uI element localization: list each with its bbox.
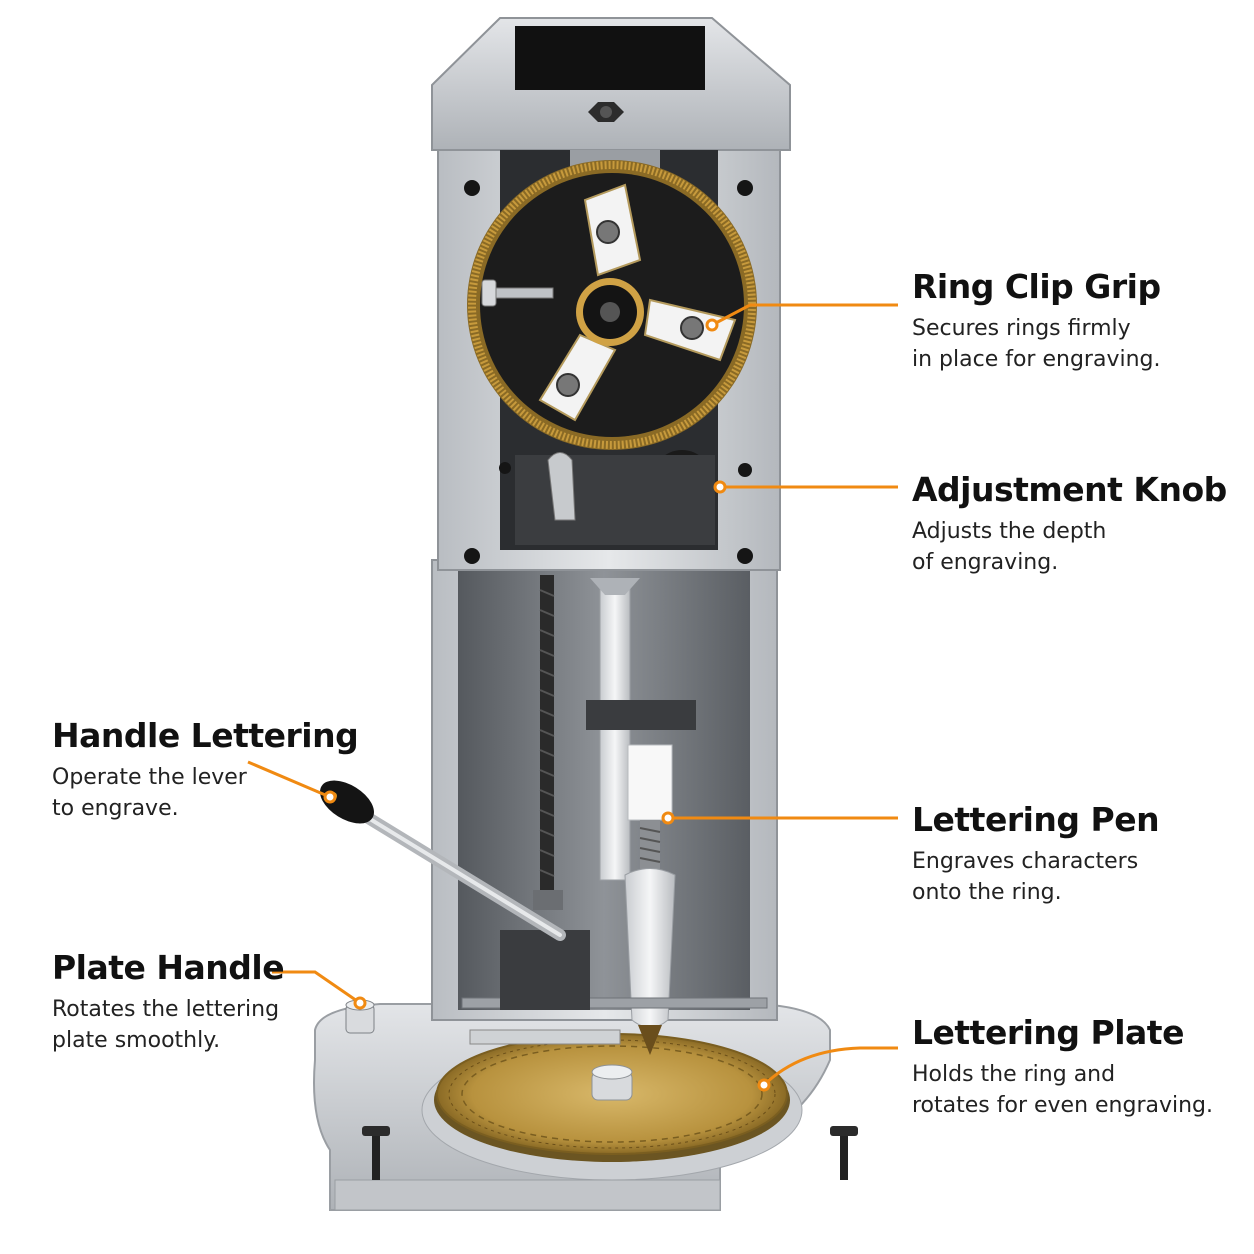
handle-lettering-leader [247, 760, 331, 799]
lettering-plate [434, 1033, 790, 1162]
callout-title: Plate Handle [52, 948, 285, 987]
callout-title: Lettering Plate [912, 1013, 1184, 1052]
lettering-plate-leader [762, 1046, 898, 1087]
callout-description: Engraves characters onto the ring. [912, 849, 1139, 905]
leader-lines [247, 303, 898, 1092]
adjustment-knob-dot [713, 480, 727, 494]
callout-handle-lettering: Handle Lettering Operate the lever to en… [52, 716, 359, 824]
ring-clip-grip [467, 160, 757, 450]
callout-description: Operate the lever to engrave. [52, 765, 247, 821]
handle-lever [320, 780, 566, 941]
callout-lettering-pen: Lettering Pen Engraves characters onto t… [912, 800, 1160, 908]
callout-description: Adjusts the depth of engraving. [912, 519, 1107, 575]
plate-handle-dot [353, 996, 367, 1010]
callout-title: Adjustment Knob [912, 470, 1227, 509]
lettering-plate-dot [757, 1078, 771, 1092]
handle-lettering-dot [323, 790, 337, 804]
lettering-pen-dot [661, 811, 675, 825]
callout-title: Ring Clip Grip [912, 267, 1161, 306]
callout-description: Rotates the lettering plate smoothly. [52, 997, 280, 1053]
callout-description: Secures rings firmly in place for engrav… [912, 316, 1161, 372]
callout-lettering-plate: Lettering Plate Holds the ring and rotat… [912, 1013, 1213, 1121]
ring-clip-grip-leader [711, 303, 898, 327]
threaded-rod [533, 575, 563, 910]
lettering-pen [624, 744, 676, 1055]
callout-adjustment-knob: Adjustment Knob Adjusts the depth of eng… [912, 470, 1227, 578]
callout-ring-clip-grip: Ring Clip Grip Secures rings firmly in p… [912, 267, 1161, 375]
callout-description: Holds the ring and rotates for even engr… [912, 1062, 1214, 1118]
callout-title: Handle Lettering [52, 716, 359, 755]
callout-title: Lettering Pen [912, 800, 1160, 839]
plate-handle-leader [272, 970, 361, 1005]
callout-plate-handle: Plate Handle Rotates the lettering plate… [52, 948, 285, 1056]
ring-clip-grip-dot [705, 318, 719, 332]
